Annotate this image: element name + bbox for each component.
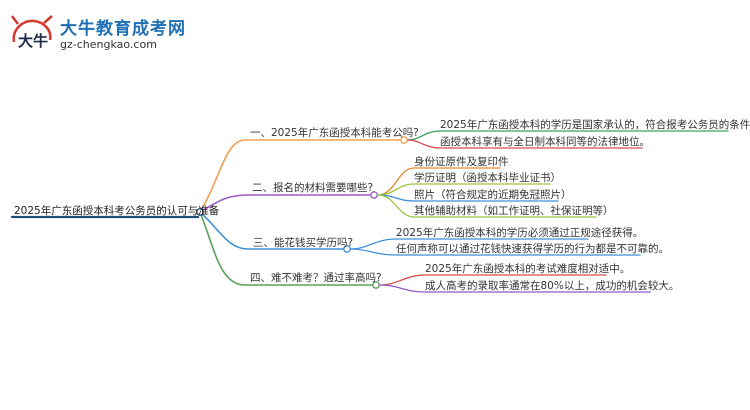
- leaf-2-4-connector: [377, 194, 597, 218]
- branch-1-collapse-toggle[interactable]: [400, 136, 408, 144]
- leaf-4-1: 2025年广东函授本科的考试难度相对适中。: [425, 263, 631, 275]
- branch-3-connector: [199, 211, 344, 250]
- site-url: gz-chengkao.com: [60, 38, 157, 51]
- leaf-4-2-connector: [379, 284, 651, 293]
- branch-4-label: 四、难不难考？通过率高吗?: [250, 272, 382, 284]
- branch-3-label: 三、能花钱买学历吗?: [253, 237, 354, 249]
- branch-4-collapse-toggle[interactable]: [372, 281, 380, 289]
- leaf-2-3: 照片（符合规定的近期免冠照片）: [414, 189, 572, 201]
- site-title: 大牛教育成考网: [60, 19, 186, 39]
- branch-3-collapse-toggle[interactable]: [343, 245, 351, 253]
- leaf-1-2-connector: [407, 139, 643, 149]
- branch-2-collapse-toggle[interactable]: [370, 191, 378, 199]
- branch-2-label: 二、报名的材料需要哪些?: [252, 182, 374, 194]
- bull-logo-icon: 大牛: [11, 15, 53, 50]
- leaf-2-2: 学历证明（函授本科毕业证书）: [414, 172, 561, 184]
- leaf-3-2: 任何声称可以通过花钱快速获得学历的行为都是不可靠的。: [396, 243, 669, 255]
- branch-2-connector: [199, 194, 371, 213]
- leaf-3-2-connector: [350, 248, 641, 256]
- branch-1-label: 一、2025年广东函授本科能考公吗?: [250, 127, 419, 139]
- logo-mark-text: 大牛: [18, 32, 48, 50]
- leaf-3-1: 2025年广东函授本科的学历必须通过正规途径获得。: [396, 227, 644, 239]
- leaf-4-2: 成人高考的录取率通常在80%以上，成功的机会较大。: [425, 280, 680, 292]
- leaf-1-1: 2025年广东函授本科的学历是国家承认的，符合报考公务员的条件。: [440, 119, 750, 131]
- leaf-2-1: 身份证原件及复印件: [414, 156, 509, 168]
- root-node: 2025年广东函授本科考公务员的认可与准备: [14, 205, 220, 217]
- branch-4-connector: [199, 211, 373, 286]
- root-collapse-toggle[interactable]: [196, 208, 204, 216]
- site-logo[interactable]: 大牛 大牛教育成考网 gz-chengkao.com: [8, 12, 185, 56]
- leaf-1-2: 函授本科享有与全日制本科同等的法律地位。: [440, 136, 650, 148]
- branch-1-connector: [199, 139, 401, 213]
- leaf-2-4: 其他辅助材料（如工作证明、社保证明等）: [414, 205, 614, 217]
